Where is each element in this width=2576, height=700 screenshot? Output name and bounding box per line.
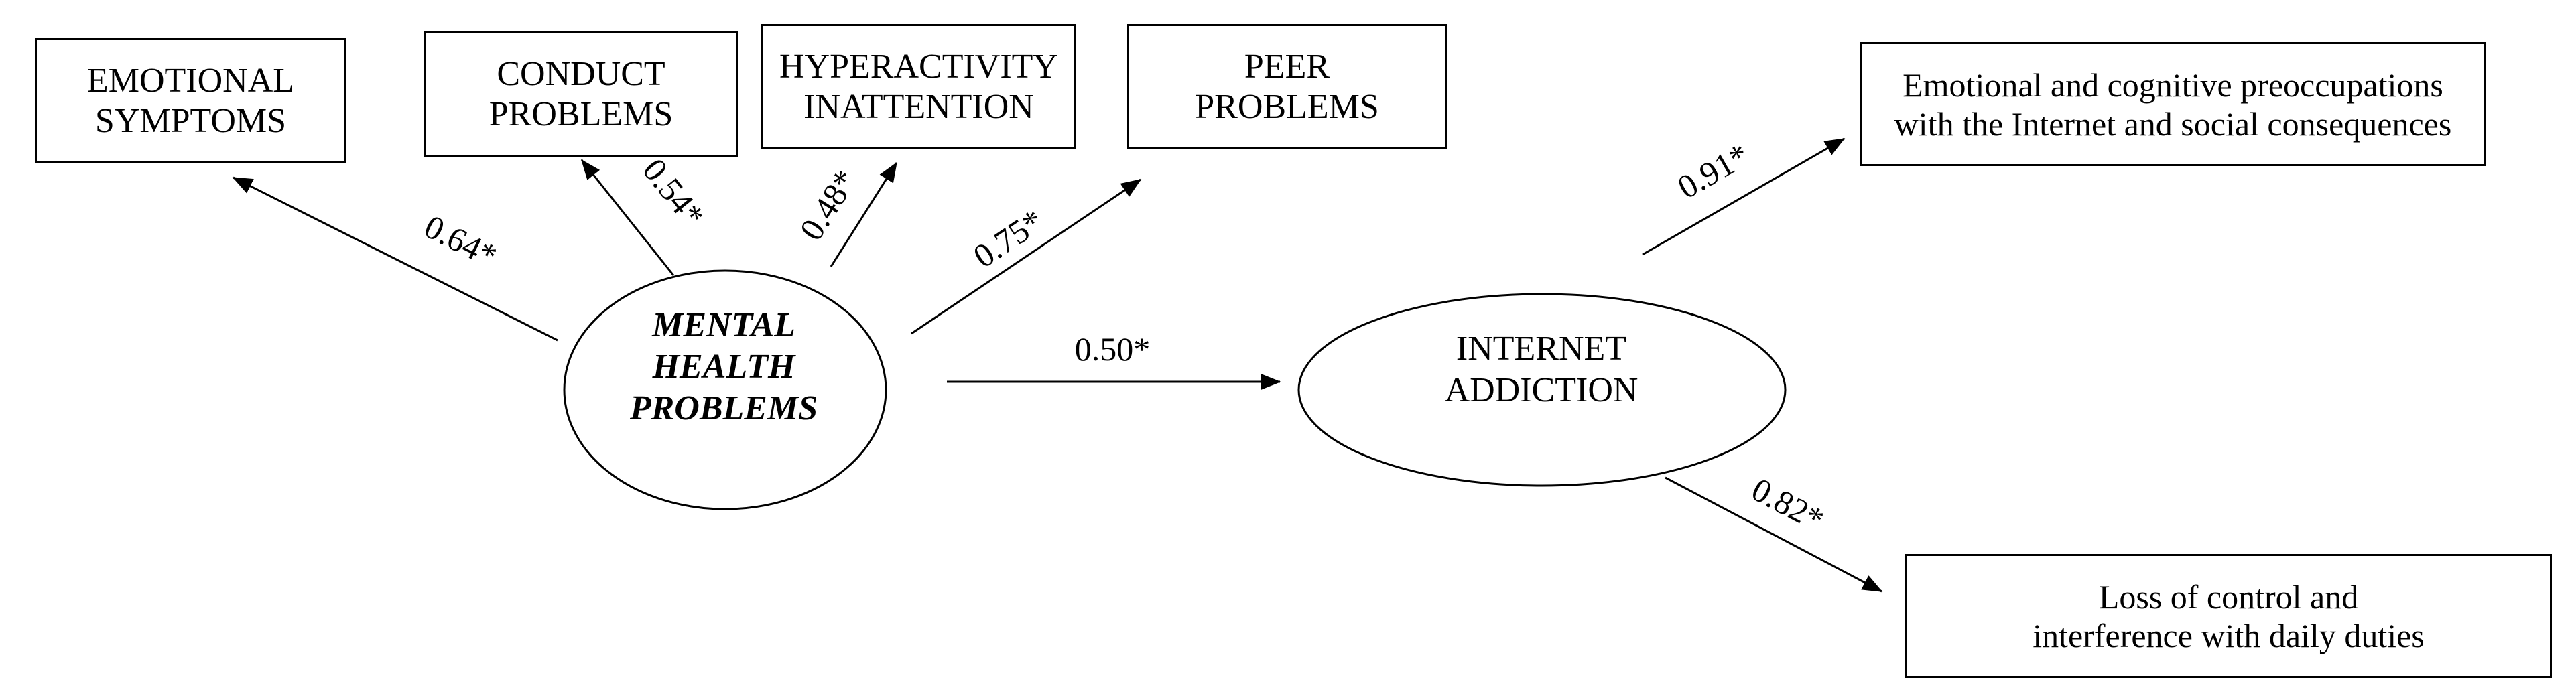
arrow-loss-of-control <box>1665 476 1883 593</box>
loss-of-control-label: Loss of control and interference with da… <box>2033 577 2425 654</box>
arrow-hyperactivity <box>830 161 898 267</box>
arrow-emotional-symptoms <box>232 176 558 342</box>
peer-problems-label: PEER PROBLEMS <box>1195 47 1379 126</box>
hyperactivity-box: HYPERACTIVITY INATTENTION <box>761 24 1076 149</box>
preoccupations-box: Emotional and cognitive preoccupations w… <box>1860 42 2486 166</box>
preoccupations-label: Emotional and cognitive preoccupations w… <box>1894 66 2452 143</box>
coef-conduct-problems: 0.54* <box>635 151 712 234</box>
coef-loss-of-control: 0.82* <box>1746 470 1830 539</box>
loss-of-control-box: Loss of control and interference with da… <box>1905 554 2552 678</box>
arrow-preoccupations <box>1642 137 1846 256</box>
arrow-conduct-problems <box>580 159 675 276</box>
emotional-symptoms-box: EMOTIONAL SYMPTOMS <box>35 38 346 163</box>
internet-addiction-ellipse <box>1297 293 1787 487</box>
coef-peer-problems: 0.75* <box>966 202 1050 275</box>
coef-hyperactivity: 0.48* <box>792 163 864 247</box>
emotional-symptoms-label: EMOTIONAL SYMPTOMS <box>86 61 295 140</box>
peer-problems-box: PEER PROBLEMS <box>1127 24 1447 149</box>
mental-health-ellipse <box>563 269 887 510</box>
coef-emotional-symptoms: 0.64* <box>419 208 503 275</box>
hyperactivity-label: HYPERACTIVITY INATTENTION <box>779 47 1058 126</box>
coef-preoccupations: 0.91* <box>1671 136 1755 206</box>
arrow-peer-problems <box>911 178 1142 335</box>
mental-health-problems-label: MENTAL HEALTH PROBLEMS <box>629 306 818 427</box>
coef-mh-to-ia: 0.50* <box>1075 330 1151 368</box>
conduct-problems-box: CONDUCT PROBLEMS <box>424 31 738 157</box>
conduct-problems-label: CONDUCT PROBLEMS <box>489 54 673 133</box>
internet-addiction-label: INTERNET ADDICTION <box>1444 330 1638 409</box>
